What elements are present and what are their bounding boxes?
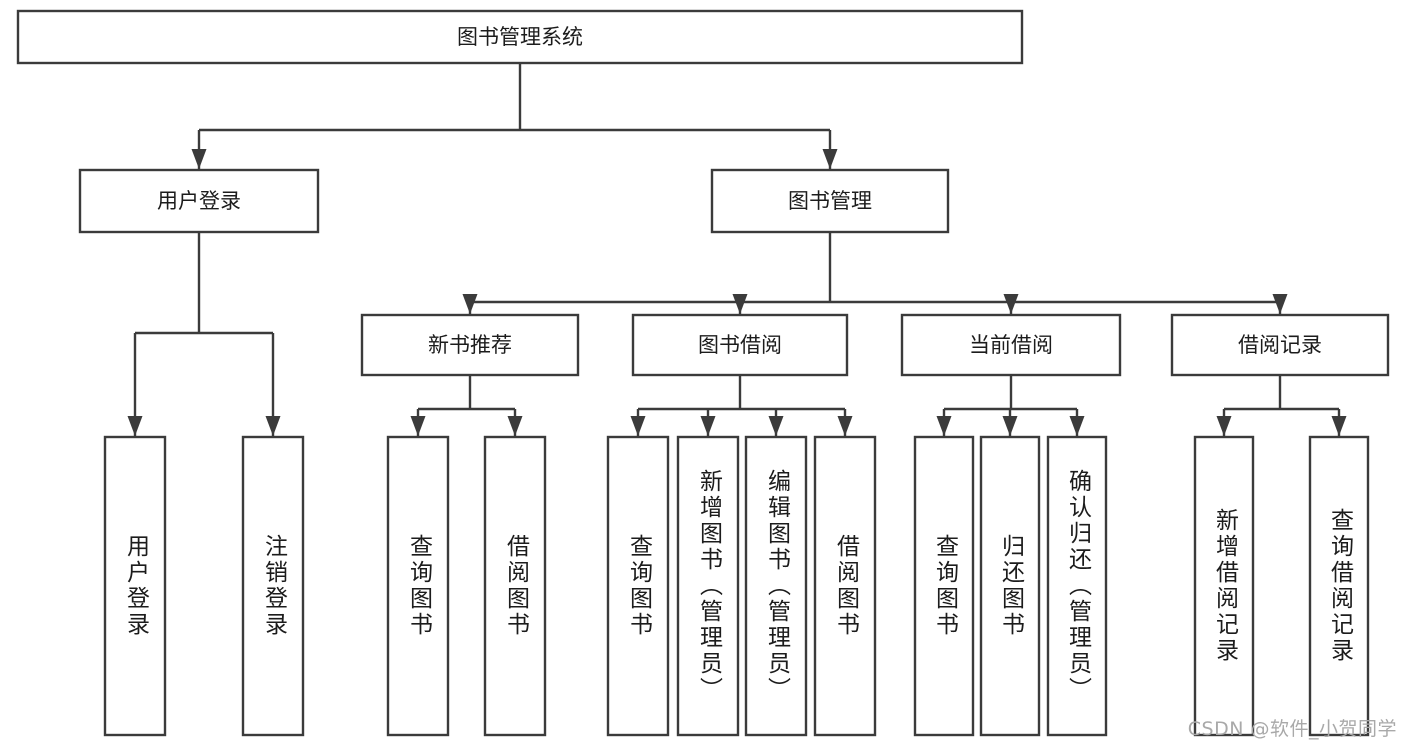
leaf-leaf-query-record[interactable]: [1308, 435, 1370, 737]
connector-layer: [127, 63, 1347, 436]
arrow-head-icon-current-borrow: [1003, 294, 1019, 314]
leaf-leaf-add-book[interactable]: [676, 435, 740, 737]
arrow-head-icon-leaf-user-logout: [265, 416, 281, 436]
node-book-borrow[interactable]: [631, 313, 849, 377]
arrow-head-icon-new-book-rec: [462, 294, 478, 314]
node-book-manage[interactable]: [710, 168, 950, 234]
arrow-head-icon-leaf-add-book: [700, 416, 716, 436]
leaf-leaf-borrow-book[interactable]: [813, 435, 877, 737]
leaf-leaf-query-book-current[interactable]: [913, 435, 975, 737]
arrow-head-icon-book-manage: [822, 149, 838, 169]
arrow-head-icon-leaf-add-record: [1216, 416, 1232, 436]
arrow-head-icon-leaf-query-record: [1331, 416, 1347, 436]
arrow-head-icon-leaf-edit-book: [768, 416, 784, 436]
leaf-leaf-user-login[interactable]: [103, 435, 167, 737]
node-borrow-record[interactable]: [1170, 313, 1390, 377]
node-label-user-login: 用户登录: [157, 189, 241, 213]
leaf-leaf-borrow-book-rec[interactable]: [483, 435, 547, 737]
arrow-head-icon-leaf-query-book-rec: [410, 416, 426, 436]
node-label-book-manage: 图书管理: [788, 189, 872, 213]
node-user-login[interactable]: [78, 168, 320, 234]
arrow-head-icon-leaf-user-login: [127, 416, 143, 436]
leaf-leaf-query-book-rec[interactable]: [386, 435, 450, 737]
box-layer: [16, 9, 1390, 737]
leaf-leaf-edit-book[interactable]: [744, 435, 808, 737]
leaf-leaf-add-record[interactable]: [1193, 435, 1255, 737]
arrow-head-icon-book-borrow: [732, 294, 748, 314]
node-label-root: 图书管理系统: [457, 25, 583, 49]
arrow-head-icon-leaf-borrow-book-rec: [507, 416, 523, 436]
arrow-head-icon-leaf-return-book: [1002, 416, 1018, 436]
leaf-leaf-user-logout[interactable]: [241, 435, 305, 737]
node-label-current-borrow: 当前借阅: [969, 333, 1053, 357]
arrow-head-icon-leaf-query-book-borrow: [630, 416, 646, 436]
node-label-new-book-rec: 新书推荐: [428, 333, 512, 357]
arrow-head-icon-borrow-record: [1272, 294, 1288, 314]
node-label-borrow-record: 借阅记录: [1238, 333, 1322, 357]
arrow-head-icon-leaf-query-book-current: [936, 416, 952, 436]
leaf-leaf-confirm-return[interactable]: [1046, 435, 1108, 737]
leaf-leaf-return-book[interactable]: [979, 435, 1041, 737]
arrow-head-icon-user-login: [191, 149, 207, 169]
leaf-leaf-query-book-borrow[interactable]: [606, 435, 670, 737]
arrow-head-icon-leaf-borrow-book: [837, 416, 853, 436]
node-label-book-borrow: 图书借阅: [698, 333, 782, 357]
arrow-head-icon-leaf-confirm-return: [1069, 416, 1085, 436]
node-root[interactable]: [16, 9, 1024, 65]
watermark-text: CSDN @软件_小贺同学: [1187, 718, 1397, 740]
node-new-book-rec[interactable]: [360, 313, 580, 377]
node-current-borrow[interactable]: [900, 313, 1122, 377]
